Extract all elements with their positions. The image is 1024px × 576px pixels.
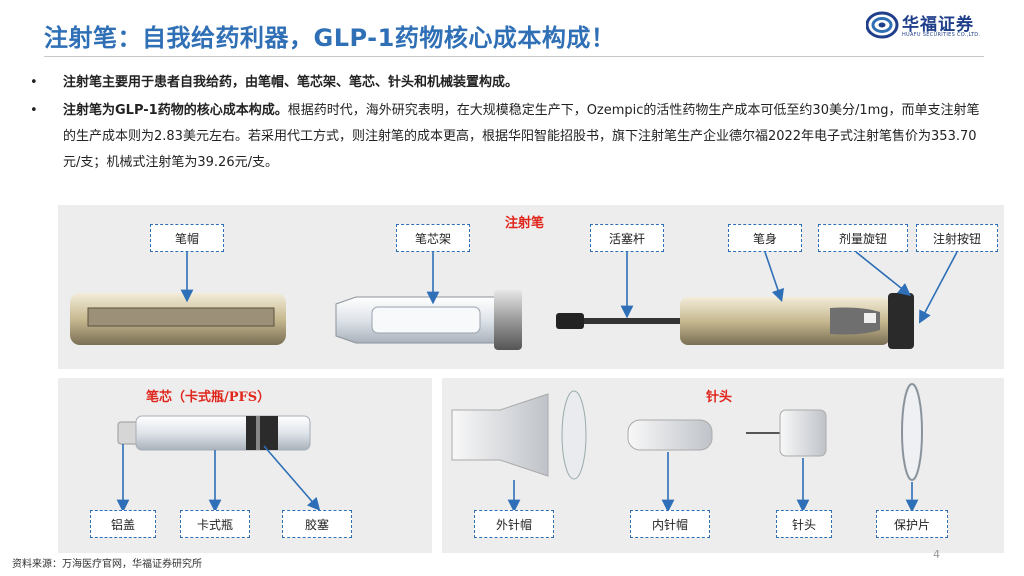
label-needle: 针头 [776, 510, 832, 538]
page-title: 注射笔：自我给药利器，GLP-1药物核心成本构成！ [44, 24, 616, 52]
label-dose-knob: 剂量旋钮 [818, 224, 908, 252]
label-shield: 保护片 [876, 510, 948, 538]
header-divider [44, 56, 984, 57]
bullet-1-bold: 注射笔主要用于患者自我给药，由笔帽、笔芯架、笔芯、针头和机械装置构成。 [63, 75, 519, 90]
label-injection-button: 注射按钮 [916, 224, 998, 252]
bullet-marker: • [30, 75, 38, 90]
label-outer-cap: 外针帽 [474, 510, 554, 538]
label-cartridge-holder: 笔芯架 [396, 224, 470, 252]
cartridge-diagram-title: 笔芯（卡式瓶/PFS） [146, 390, 271, 405]
label-aluminum-cap: 铝盖 [90, 510, 156, 538]
bullet-2-bold: 注射笔为GLP-1药物的核心成本构成。 [63, 103, 288, 118]
label-rubber-stopper: 胶塞 [282, 510, 352, 538]
logo-swirl-icon [865, 11, 899, 39]
needle-diagram-title: 针头 [706, 390, 733, 405]
label-pen-cap: 笔帽 [150, 224, 224, 252]
label-pen-body: 笔身 [728, 224, 802, 252]
bullet-2-text: 根据药时代，海外研究表明，在大规模稳定生产下，Ozempic的活性药物生产成本可… [63, 103, 980, 170]
logo-subtitle: HUAFU SECURITIES CO.,LTD. [902, 32, 981, 38]
source-note: 资料来源：万海医疗官网，华福证券研究所 [12, 559, 202, 570]
bullet-marker: • [30, 103, 38, 118]
label-piston-rod: 活塞杆 [590, 224, 664, 252]
pen-diagram-title: 注射笔 [505, 216, 545, 231]
company-logo: 华福证券 HUAFU SECURITIES CO.,LTD. [865, 10, 996, 44]
page-number: 4 [933, 548, 940, 561]
label-inner-cap: 内针帽 [630, 510, 710, 538]
logo-text: 华福证券 [902, 15, 974, 35]
label-cartridge-vial: 卡式瓶 [180, 510, 250, 538]
